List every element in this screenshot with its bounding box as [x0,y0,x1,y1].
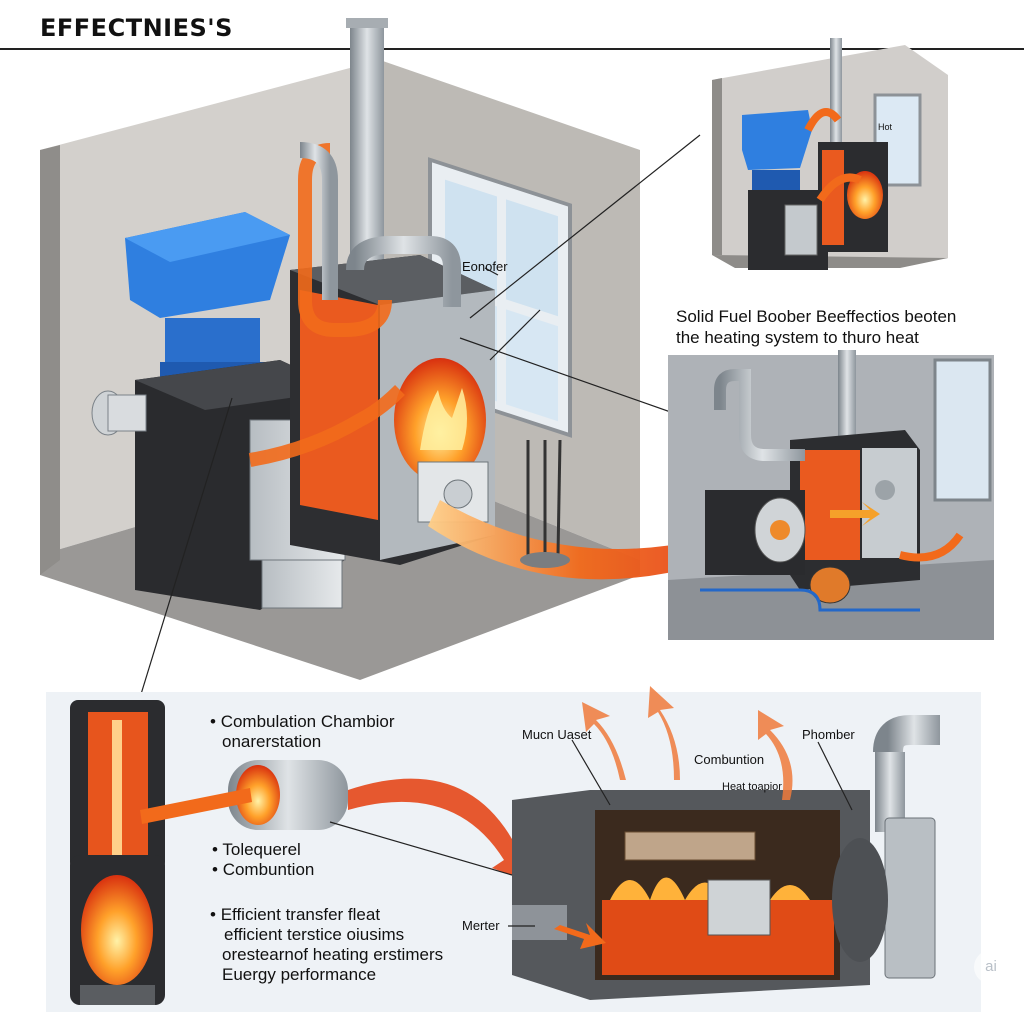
top-right-scene [712,38,948,270]
caption-line-1: Solid Fuel Boober Beeffectios beoten [676,307,957,326]
bullet-item: • Combuntion [212,860,315,879]
bullet-group-bottom: • Efficient transfer fleat efficient ter… [210,905,443,985]
label-heat-toapior: Heat toapior [722,781,782,793]
transfer-arrow [428,500,732,588]
bullet-item: • Tolequerel [212,840,301,859]
label-merter: Merter [462,918,500,933]
label-combustion: Combuntion [694,752,765,767]
boiler-label: Eonofer [462,259,508,274]
bullet-item: orestearnof heating erstimers [222,945,444,964]
bullet-item: • Efficient transfer fleat [210,905,381,924]
fire-tools [520,439,570,568]
bullet-item: efficient terstice oiusims [224,925,405,944]
bullet-group-top: • Combulation Chambior onarerstation [210,712,395,752]
bullet-item: Euergy performance [222,965,377,984]
top-right-label: Hot [878,122,893,132]
page-title: EFFECTNIES'S [40,14,233,42]
header-rule [0,48,1024,50]
middle-right-scene [668,350,994,640]
scene-caption: Solid Fuel Boober Beeffectios beoten the… [676,306,996,348]
bullet-group-mid: • Tolequerel • Combuntion [212,840,314,880]
label-mucn-uaset: Mucn Uaset [522,727,592,742]
bottom-diagram [46,686,981,1012]
bullet-item: onarerstation [222,732,322,751]
watermark-logo: ai [974,950,1008,984]
label-phomber: Phomber [802,727,855,742]
caption-line-2: the heating system to thuro heat [676,328,919,347]
bullet-item: • Combulation Chambior [210,712,395,731]
steel-elbow [299,142,338,300]
